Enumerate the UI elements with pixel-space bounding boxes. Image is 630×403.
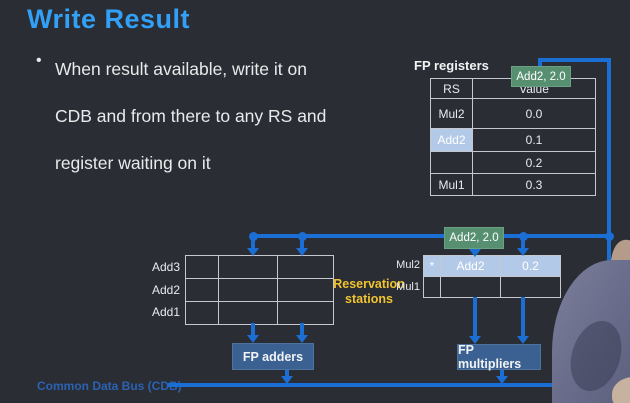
arrow-mult-rs-to-unit-right bbox=[521, 297, 525, 336]
fp-multipliers-box: FP multipliers bbox=[457, 343, 541, 371]
rs-op-cell: * bbox=[423, 255, 441, 277]
table-row: 0.2 bbox=[430, 151, 596, 174]
register-rs-cell: Mul1 bbox=[430, 173, 473, 196]
bullet-marker: • bbox=[36, 52, 42, 69]
fp-registers-header-rs: RS bbox=[430, 78, 473, 99]
presenter-hand bbox=[612, 377, 630, 403]
register-value-cell: 0.1 bbox=[472, 128, 596, 152]
table-row bbox=[423, 276, 561, 298]
bullet-line-2: CDB and from there to any RS and bbox=[55, 106, 327, 126]
arrow-adders-to-cdb bbox=[285, 368, 289, 377]
bullet-line-3: register waiting on it bbox=[55, 153, 211, 173]
fp-registers-table: RS Value Mul2 0.0 Add2 0.1 0.2 Mul1 0.3 bbox=[430, 78, 596, 196]
arrowhead-down-icon bbox=[247, 335, 259, 343]
bus-line-top-horizontal bbox=[539, 58, 611, 62]
arrow-adder-rs-to-unit-right bbox=[300, 323, 304, 336]
bullet-line-1: When result available, write it on bbox=[55, 59, 307, 79]
arrowhead-down-icon bbox=[517, 248, 529, 256]
arrow-to-adder-rs-left bbox=[251, 238, 255, 248]
rs-cell-empty bbox=[185, 255, 219, 279]
cdb-label: Common Data Bus (CDB) bbox=[37, 379, 182, 393]
broadcast-badge-rs: Add2, 2.0 bbox=[444, 227, 504, 249]
rs-cell-empty bbox=[218, 278, 278, 302]
arrowhead-down-icon bbox=[296, 248, 308, 256]
arrowhead-down-icon bbox=[296, 335, 308, 343]
table-row: * Add2 0.2 bbox=[423, 255, 561, 277]
arrow-mult-rs-to-unit-left bbox=[473, 297, 477, 336]
mult-reservation-table: * Add2 0.2 bbox=[423, 255, 561, 298]
bus-line-badge-stub bbox=[538, 58, 542, 69]
register-rs-cell bbox=[430, 151, 473, 174]
adder-rs-row-label: Add1 bbox=[151, 305, 180, 319]
register-rs-cell-highlighted: Add2 bbox=[430, 128, 473, 152]
adder-reservation-table bbox=[185, 255, 334, 325]
bus-junction-dot bbox=[298, 232, 307, 241]
rs-cell-empty bbox=[423, 276, 441, 298]
arrow-mults-to-cdb bbox=[500, 368, 504, 376]
bus-line-right-vertical bbox=[607, 58, 611, 387]
register-value-cell: 0.3 bbox=[472, 173, 596, 196]
arrow-to-adder-rs-right bbox=[300, 238, 304, 248]
rs-cell-empty bbox=[500, 276, 561, 298]
reservation-label-line2: stations bbox=[345, 292, 393, 306]
arrowhead-down-icon bbox=[496, 376, 508, 384]
cdb-bus-line bbox=[168, 383, 611, 387]
rs-cell-empty bbox=[277, 255, 334, 279]
table-row bbox=[185, 301, 334, 325]
rs-cell-empty bbox=[185, 301, 219, 325]
adder-rs-row-label: Add3 bbox=[151, 260, 180, 274]
table-row: Mul2 0.0 bbox=[430, 98, 596, 129]
bus-junction-dot bbox=[605, 232, 614, 241]
mult-rs-row-label: Mul1 bbox=[396, 281, 420, 293]
bus-line-broadcast-horizontal bbox=[253, 234, 611, 238]
arrowhead-down-icon bbox=[517, 336, 529, 344]
rs-qj-cell: Add2 bbox=[440, 255, 501, 277]
reservation-label-line1: Reservation bbox=[333, 277, 405, 291]
register-value-cell: 0.0 bbox=[472, 98, 596, 129]
rs-cell-empty bbox=[218, 301, 278, 325]
table-row: Add2 0.1 bbox=[430, 128, 596, 152]
page-title: Write Result bbox=[27, 4, 191, 34]
bullet-text: When result available, write it on CDB a… bbox=[55, 46, 415, 187]
rs-cell-empty bbox=[277, 278, 334, 302]
rs-vk-cell: 0.2 bbox=[500, 255, 561, 277]
fp-adders-box: FP adders bbox=[232, 343, 314, 370]
arrowhead-down-icon bbox=[469, 249, 481, 257]
fp-registers-label: FP registers bbox=[414, 58, 489, 73]
table-row bbox=[185, 278, 334, 302]
mult-rs-row-label: Mul2 bbox=[396, 259, 420, 271]
table-row bbox=[185, 255, 334, 279]
register-rs-cell: Mul2 bbox=[430, 98, 473, 129]
table-row: Mul1 0.3 bbox=[430, 173, 596, 196]
bus-junction-dot bbox=[249, 232, 258, 241]
broadcast-badge-registers: Add2, 2.0 bbox=[511, 66, 571, 87]
reservation-stations-label: Reservation stations bbox=[328, 277, 410, 307]
arrow-bus-to-mult-rs bbox=[521, 238, 525, 248]
arrowhead-down-icon bbox=[247, 248, 259, 256]
rs-cell-empty bbox=[277, 301, 334, 325]
arrowhead-down-icon bbox=[281, 376, 293, 384]
arrowhead-down-icon bbox=[469, 336, 481, 344]
presenter-webcam bbox=[540, 235, 630, 403]
adder-rs-row-label: Add2 bbox=[151, 283, 180, 297]
arrow-adder-rs-to-unit-left bbox=[251, 323, 255, 336]
rs-cell-empty bbox=[218, 255, 278, 279]
register-value-cell: 0.2 bbox=[472, 151, 596, 174]
rs-cell-empty bbox=[440, 276, 501, 298]
rs-cell-empty bbox=[185, 278, 219, 302]
bus-junction-dot bbox=[519, 232, 528, 241]
